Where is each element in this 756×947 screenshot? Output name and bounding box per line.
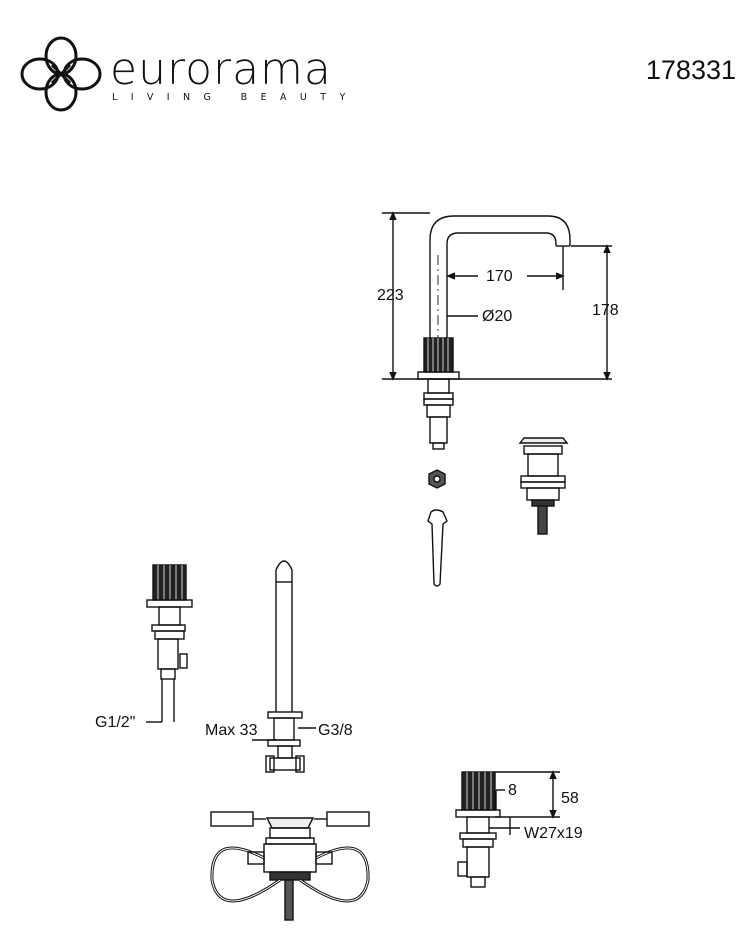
eurorama-logo-icon xyxy=(20,36,102,112)
hose-assembly xyxy=(210,811,370,921)
dim-outlet-thread-label: G3/8 xyxy=(318,722,353,739)
dim-handle-height-label: 58 xyxy=(561,790,579,807)
pop-up-waste xyxy=(518,437,569,535)
product-code: 178331 xyxy=(645,55,736,85)
brand-tagline: LIVING BEAUTY xyxy=(112,92,359,103)
brand-name: eurorama xyxy=(110,44,332,95)
dim-handle-gap-label: 8 xyxy=(508,782,517,799)
dim-diameter-label: Ø20 xyxy=(482,308,512,325)
dim-max-thickness-label: Max 33 xyxy=(205,722,258,739)
side-valve-inlet xyxy=(146,564,193,723)
dim-170-label: 170 xyxy=(486,268,513,285)
mounting-nut xyxy=(427,469,448,587)
dim-178-label: 178 xyxy=(592,302,619,319)
dim-inlet-thread-label: G1/2" xyxy=(95,714,135,731)
spout-elevation xyxy=(382,211,612,450)
dim-223-label: 223 xyxy=(377,287,404,304)
dim-wrench-label: W27x19 xyxy=(524,825,583,842)
spout-front-view xyxy=(252,560,316,773)
handle-valve-detail xyxy=(455,770,560,888)
